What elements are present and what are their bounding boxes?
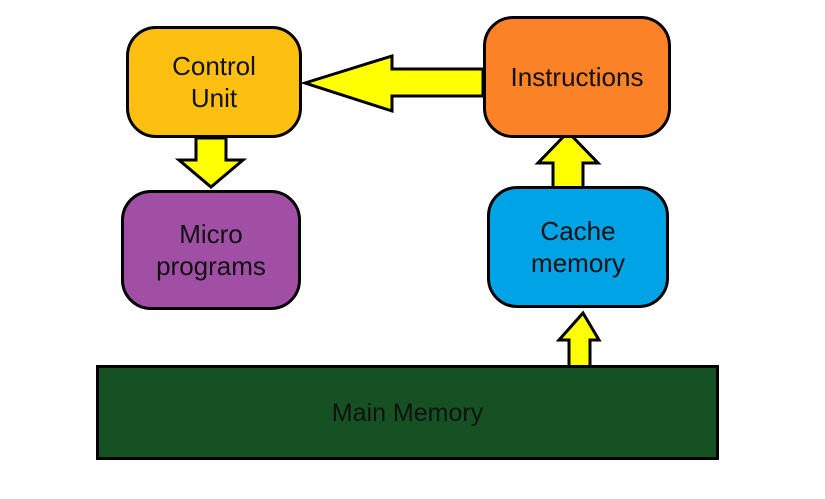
instructions-label: Instructions	[510, 62, 644, 92]
control-unit-box: Control Unit	[126, 26, 302, 138]
main-memory-label: Main Memory	[331, 398, 484, 427]
control-unit-label-line1: Control	[172, 51, 256, 81]
arrow-instructions-to-control-unit	[300, 53, 485, 114]
instructions-box: Instructions	[483, 16, 671, 138]
arrow-control-unit-to-micro-programs	[174, 136, 248, 189]
cache-memory-box: Cache memory	[487, 186, 669, 308]
control-unit-label-line2: Unit	[190, 83, 238, 113]
micro-programs-label-line2: programs	[156, 251, 266, 281]
micro-programs-label-line1: Micro	[179, 219, 243, 249]
main-memory-box: Main Memory	[96, 365, 719, 460]
cache-memory-label-line1: Cache	[540, 216, 616, 246]
arrow-main-memory-to-cache	[555, 310, 602, 369]
cache-memory-label-line2: memory	[531, 248, 625, 278]
micro-programs-box: Micro programs	[121, 190, 301, 310]
arrow-cache-to-instructions	[534, 129, 602, 190]
